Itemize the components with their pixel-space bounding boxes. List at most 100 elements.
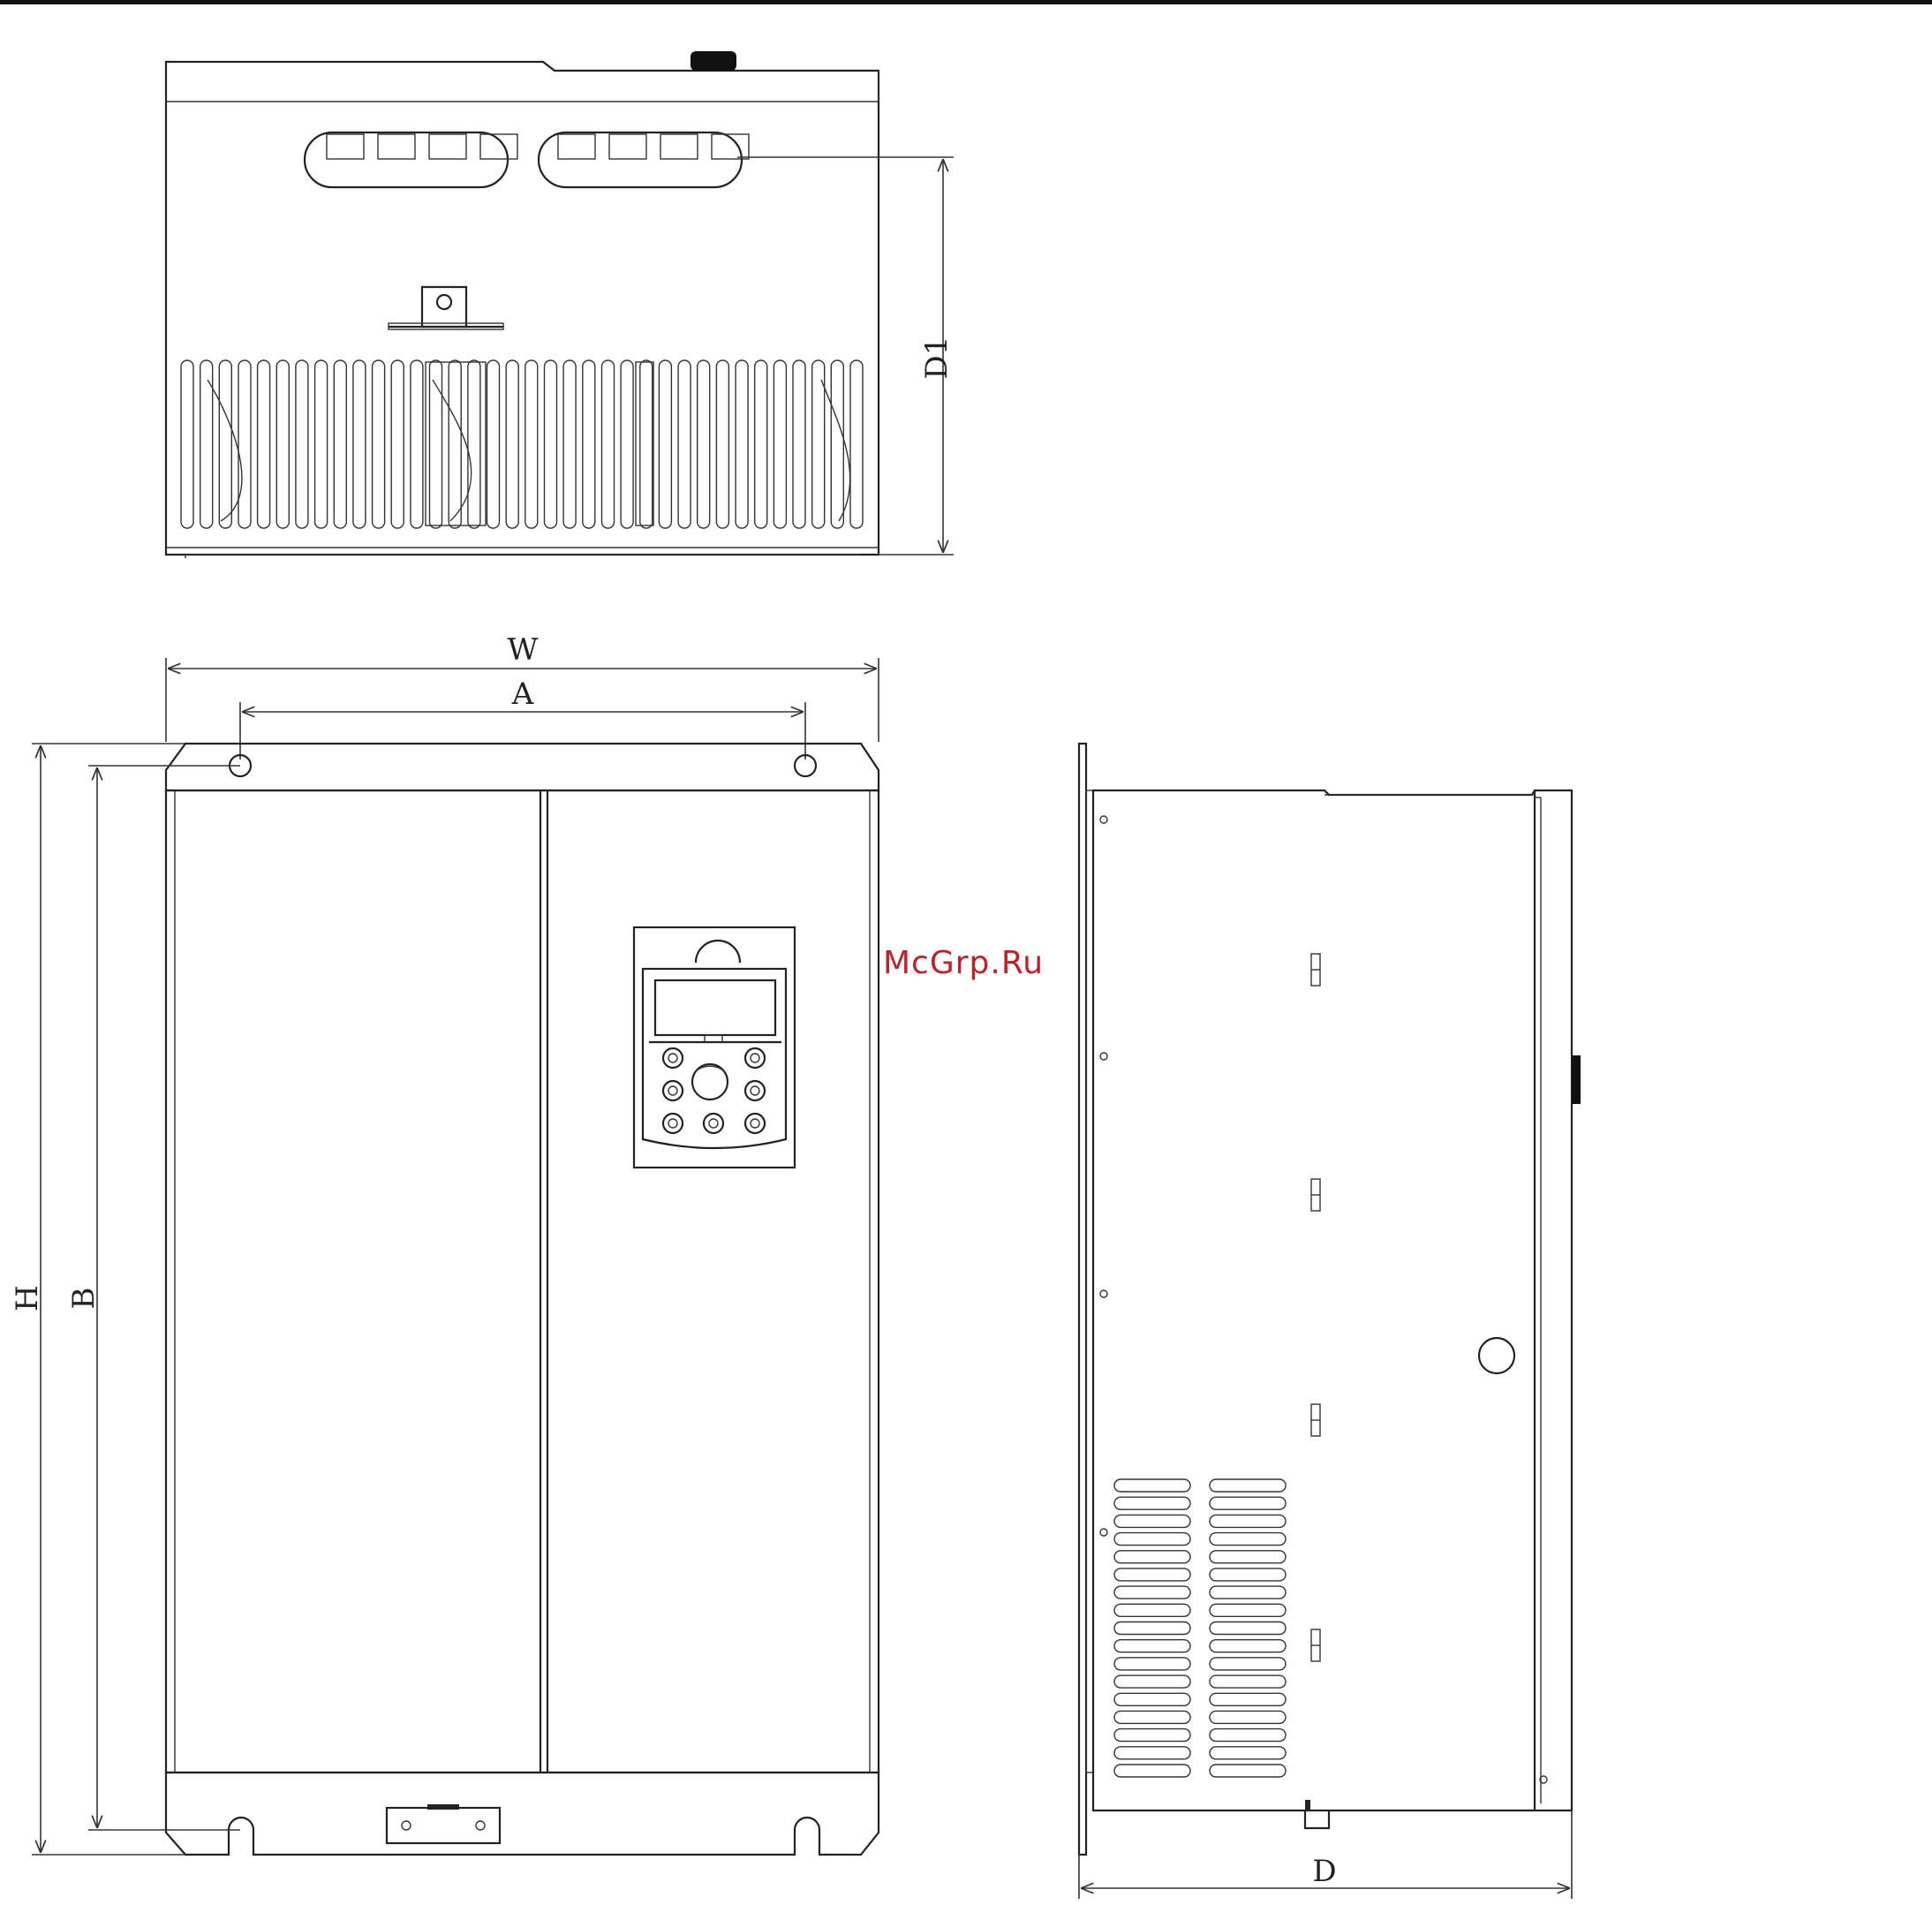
louver-slot xyxy=(1114,1675,1190,1688)
h-label: H xyxy=(10,1285,45,1311)
window-cell xyxy=(480,134,517,159)
vent-slot xyxy=(812,360,825,528)
window-cell xyxy=(429,134,466,159)
keypad-button-center xyxy=(751,1086,759,1095)
vent-slot xyxy=(219,360,231,528)
louver-slot xyxy=(1114,1711,1190,1723)
louver-slot xyxy=(1210,1729,1286,1742)
louver-slot xyxy=(1210,1747,1286,1759)
louver-slot xyxy=(1114,1533,1190,1546)
louver-slot xyxy=(1210,1479,1286,1492)
louver-slot xyxy=(1210,1640,1286,1652)
keypad-button xyxy=(663,1048,683,1068)
louver-slot xyxy=(1114,1729,1190,1742)
louver-slot xyxy=(1114,1765,1190,1777)
vent-slot xyxy=(640,360,653,528)
watermark: McGrp.Ru xyxy=(883,945,1044,981)
louver-slot xyxy=(1114,1747,1190,1759)
louver-slot xyxy=(1210,1515,1286,1527)
louver-slot xyxy=(1114,1515,1190,1527)
keypad-button-center xyxy=(751,1119,759,1128)
vent-slot xyxy=(602,360,615,528)
keypad-button xyxy=(745,1081,765,1100)
keypad-button-center xyxy=(709,1119,718,1128)
louver-slot xyxy=(1210,1765,1286,1777)
keypad-button xyxy=(704,1114,723,1133)
louver-slot xyxy=(1210,1551,1286,1563)
louver-slot xyxy=(1210,1622,1286,1635)
louver-slot xyxy=(1210,1569,1286,1581)
side-cable-hole xyxy=(1479,1338,1514,1373)
keypad-button-center xyxy=(668,1054,677,1062)
a-label: A xyxy=(511,677,534,712)
louver-slot xyxy=(1114,1551,1190,1563)
keypad-display xyxy=(655,980,775,1035)
w-label: W xyxy=(508,632,539,668)
top-knob xyxy=(691,51,736,71)
louver-slot xyxy=(1114,1604,1190,1616)
keypad-button-center xyxy=(668,1119,677,1128)
louver-slot xyxy=(1210,1711,1286,1723)
side-tabs xyxy=(1311,954,1320,1661)
keypad-button xyxy=(663,1081,683,1100)
window-cell xyxy=(609,134,646,159)
vent-slot xyxy=(545,360,557,528)
vent-slot xyxy=(736,360,748,528)
louver-slot xyxy=(1210,1604,1286,1616)
dimension-b: B xyxy=(66,766,240,1830)
d1-label: D1 xyxy=(919,336,955,380)
louver-slot xyxy=(1210,1586,1286,1599)
vent-slot xyxy=(487,360,500,528)
bottom-bracket xyxy=(387,1808,500,1843)
louver-slot xyxy=(1114,1640,1190,1652)
window-cell xyxy=(327,134,364,159)
louver-slot xyxy=(1114,1586,1190,1599)
vent-slot xyxy=(831,360,843,528)
louver-slot xyxy=(1210,1658,1286,1670)
window-cell xyxy=(660,134,698,159)
keypad-button xyxy=(745,1114,765,1133)
louver-slot xyxy=(1114,1622,1190,1635)
b-label: B xyxy=(66,1288,102,1310)
vent-slot xyxy=(296,360,308,528)
vent-slot xyxy=(449,360,461,528)
side-louver-group xyxy=(1114,1479,1286,1777)
front-view xyxy=(166,744,879,1855)
window-cell xyxy=(558,134,595,159)
keypad-button xyxy=(663,1114,683,1133)
d-label: D xyxy=(1312,1854,1336,1889)
window-cell xyxy=(378,134,415,159)
louver-slot xyxy=(1114,1497,1190,1509)
side-view xyxy=(1079,744,1581,1855)
keypad-button-center xyxy=(751,1054,759,1062)
vent-slot xyxy=(258,360,270,528)
louver-slot xyxy=(1210,1533,1286,1546)
vent-slot xyxy=(659,360,671,528)
louver-slot xyxy=(1114,1569,1190,1581)
vent-slot xyxy=(621,360,633,528)
vent-slot xyxy=(583,360,595,528)
vent-slot xyxy=(391,360,404,528)
vent-slot xyxy=(334,360,346,528)
keypad-panel xyxy=(634,927,795,1168)
vent-slot xyxy=(774,360,786,528)
vent-slot-group xyxy=(181,360,863,528)
vent-slot xyxy=(525,360,538,528)
top-bracket xyxy=(389,287,503,329)
vent-slot xyxy=(850,360,863,528)
louver-slot xyxy=(1210,1675,1286,1688)
window-left xyxy=(305,132,508,187)
vent-slot xyxy=(506,360,518,528)
dimension-d1: D1 xyxy=(737,157,955,555)
keypad-button-center xyxy=(668,1086,677,1095)
vent-slot xyxy=(238,360,251,528)
vent-slot xyxy=(181,360,193,528)
vent-slot xyxy=(353,360,366,528)
vent-slot xyxy=(563,360,576,528)
vent-slot xyxy=(755,360,767,528)
louver-slot xyxy=(1114,1693,1190,1705)
vent-slot xyxy=(411,360,423,528)
top-view xyxy=(166,51,879,558)
dimension-a: A xyxy=(240,677,805,760)
